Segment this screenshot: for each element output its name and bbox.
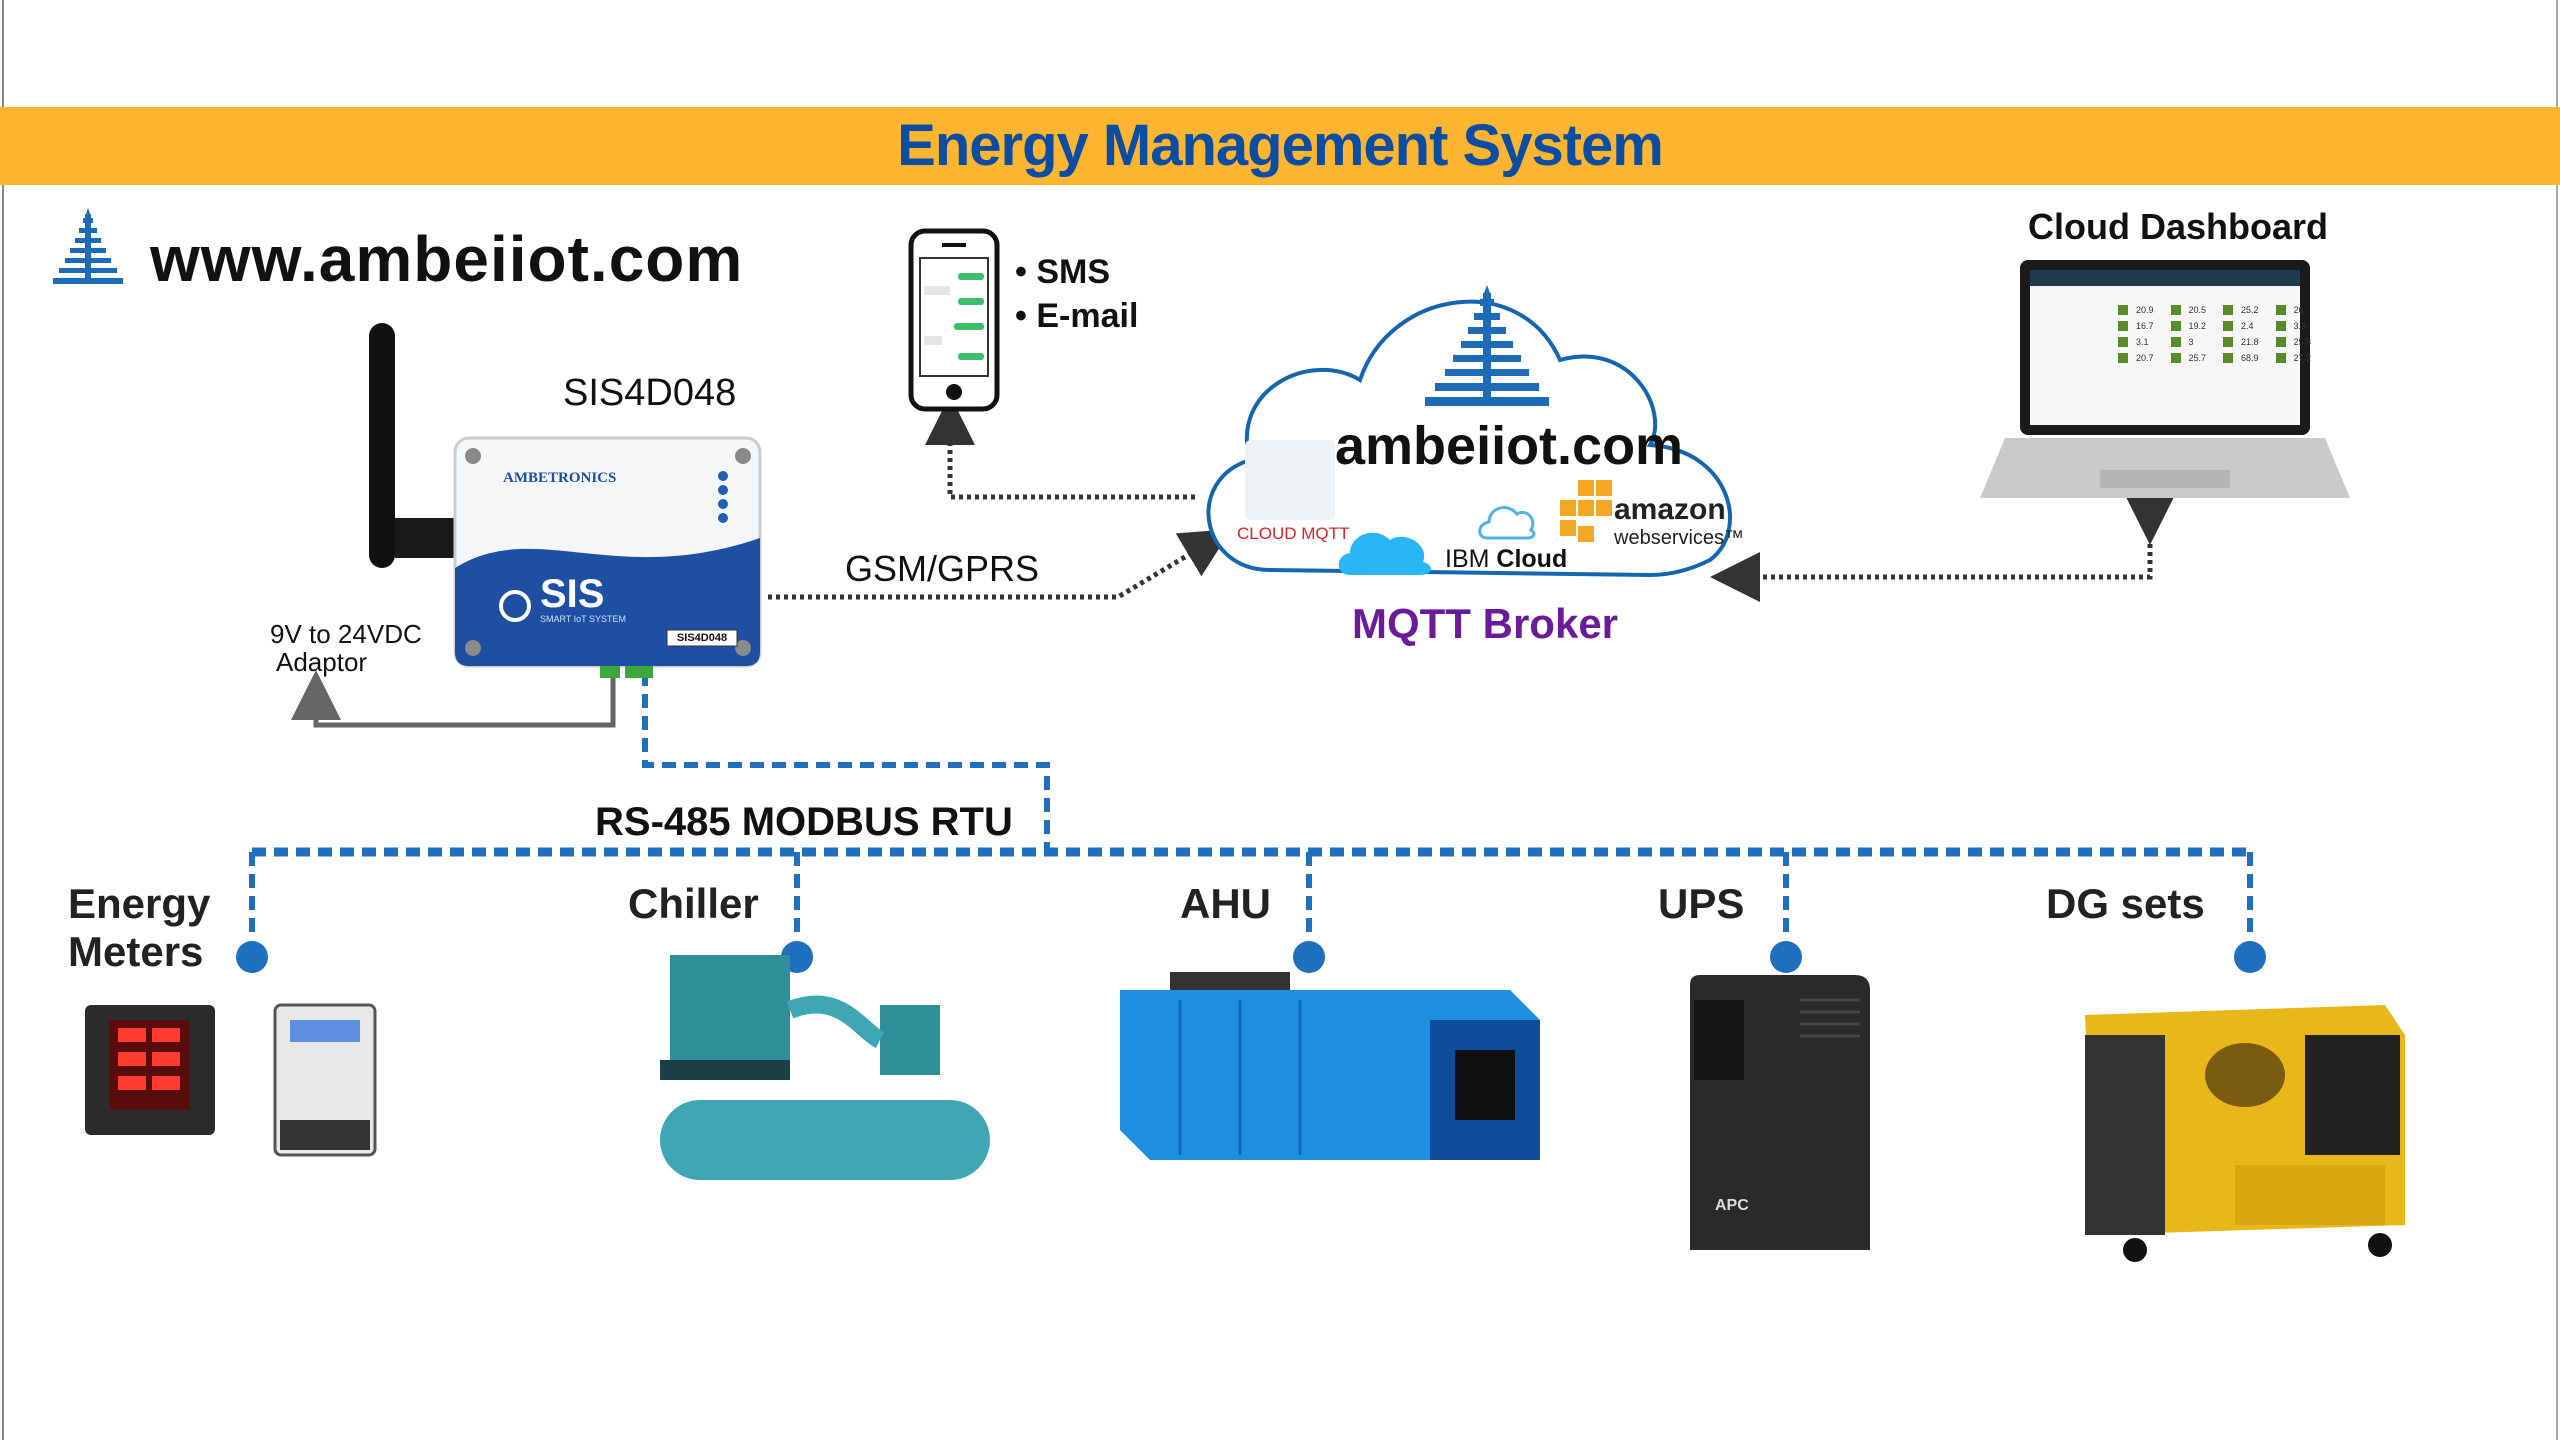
device-label-energy-meters: Energy Meters — [68, 880, 211, 975]
dashboard-tile: 3.1 — [2118, 337, 2161, 347]
dashboard-link-line — [1710, 495, 2175, 602]
modbus-drop-line — [642, 672, 1050, 850]
dashboard-tile: 26 — [2275, 305, 2319, 315]
device-label-ahu: AHU — [1180, 880, 1271, 927]
dashboard-tile: 21.8 — [2223, 337, 2266, 347]
power-label: 9V to 24VDC Adaptor — [270, 620, 422, 676]
dashboard-tile: 2.4 — [2223, 321, 2266, 331]
satellite-dish-icon — [499, 590, 531, 622]
bus-node-energy — [236, 941, 268, 973]
modbus-bus-label: RS-485 MODBUS RTU — [595, 800, 1013, 844]
laptop-dashboard[interactable] — [1975, 258, 2355, 508]
gateway-label-plate: SIS4D048 — [676, 632, 728, 644]
dashboard-tile: 19.2 — [2170, 321, 2214, 331]
dashboard-tile: 20.9 — [2118, 305, 2161, 315]
bus-node-ahu — [1293, 941, 1325, 973]
dashboard-tile: 25.2 — [2223, 305, 2266, 315]
notification-item-email: • E-mail — [1015, 297, 1139, 335]
power-line — [291, 670, 616, 728]
azure-cloud-icon — [1338, 532, 1431, 575]
notification-list: • SMS • E-mail — [1015, 250, 1138, 338]
dashboard-tile: 68.9 — [2223, 353, 2266, 363]
dashboard-tiles: 20.9 20.5 25.2 26 16.7 19.2 2.4 3.3 3.1 … — [2118, 305, 2318, 363]
notification-item-sms: • SMS — [1015, 253, 1111, 291]
power-label-line2: Adaptor — [276, 647, 368, 677]
apc-logo: APC — [1715, 1197, 1749, 1214]
device-label-dg-sets: DG sets — [2046, 880, 2205, 927]
energy-meters-image[interactable] — [80, 1000, 400, 1160]
dashboard-tile: 25.7 — [2170, 353, 2214, 363]
sms-link-line — [925, 395, 1195, 500]
dashboard-tile: 25.3 — [2275, 337, 2319, 347]
chiller-image[interactable] — [630, 950, 990, 1200]
gateway-product: SIS — [540, 572, 605, 616]
ahu-image[interactable] — [1110, 960, 1550, 1190]
gateway-tagline: SMART IoT SYSTEM — [540, 614, 627, 624]
dashboard-tile: 3.3 — [2275, 321, 2319, 331]
bus-node-ups — [1770, 941, 1802, 973]
ambeiiot-cloud-logo-icon — [1425, 285, 1549, 406]
ibm-cloud-icon — [1478, 506, 1536, 540]
brand-url[interactable]: www.ambeiiot.com — [150, 223, 744, 295]
title-bar — [0, 107, 2560, 185]
cloud-dashboard-title: Cloud Dashboard — [2028, 206, 2329, 247]
device-label-chiller: Chiller — [628, 880, 759, 927]
gateway-model-label: SIS4D048 — [563, 372, 737, 414]
dashboard-tile: 20.5 — [2170, 305, 2214, 315]
provider-ibm-cloud: IBM Cloud — [1445, 545, 1568, 573]
ups-image[interactable]: APC — [1680, 970, 1880, 1260]
dashboard-tile: 3 — [2170, 337, 2214, 347]
page-title: Energy Management System — [897, 113, 1664, 178]
dg-set-image[interactable] — [2065, 975, 2415, 1265]
mqtt-broker-caption: MQTT Broker — [1352, 600, 1619, 647]
dashboard-tile: 27.2 — [2275, 353, 2319, 363]
gateway-brand: AMBETRONICS — [503, 470, 617, 486]
provider-cloud-mqtt: CLOUD MQTT — [1237, 524, 1350, 543]
cloud-brand-text: ambeiiot.com — [1335, 416, 1684, 476]
left-border — [2, 0, 4, 1440]
device-label-ups: UPS — [1658, 880, 1745, 927]
ambeiiot-logo-icon — [53, 208, 123, 284]
power-label-line1: 9V to 24VDC — [270, 619, 422, 649]
gsm-gprs-label: GSM/GPRS — [845, 548, 1040, 589]
right-border — [2556, 0, 2558, 1440]
bus-node-dg — [2234, 941, 2266, 973]
aws-cubes-icon — [1560, 480, 1612, 542]
cloud-mqtt-logo-icon — [1245, 440, 1335, 520]
dashboard-tile: 16.7 — [2118, 321, 2161, 331]
sis-gateway-device[interactable] — [355, 318, 775, 678]
antenna-icon — [369, 323, 395, 568]
dashboard-tile: 20.7 — [2118, 353, 2161, 363]
smartphone-icon — [908, 228, 1000, 412]
